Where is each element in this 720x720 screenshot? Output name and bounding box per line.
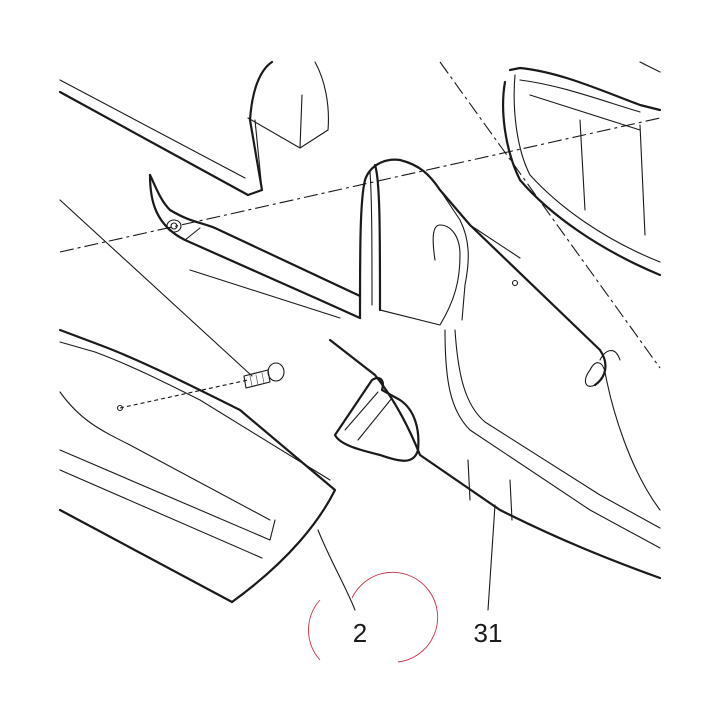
- callout-31-label: 31: [474, 618, 503, 648]
- callout-2-label: 2: [353, 618, 367, 648]
- callout-2-leader: [317, 529, 356, 611]
- screw-leader-line: [59, 199, 253, 377]
- center-line-horizontal: [59, 117, 661, 253]
- screw-icon: [243, 362, 285, 389]
- callout-31-leader: [487, 504, 496, 611]
- bracket-piece: [148, 173, 362, 320]
- upper-left-panel: [58, 60, 329, 197]
- callout-2-highlight-circle: [308, 571, 439, 663]
- center-line-diagonal: [439, 61, 661, 369]
- clip-piece: [333, 376, 420, 462]
- callout-31: 31: [474, 618, 503, 648]
- main-body-part-31: [328, 158, 662, 580]
- lower-left-panel-part-2: [58, 328, 337, 604]
- bolt-hole-icon: [166, 219, 182, 233]
- screw-alignment-line: [119, 379, 249, 409]
- upper-right-panel: [502, 61, 662, 277]
- callout-2: 2: [308, 571, 439, 663]
